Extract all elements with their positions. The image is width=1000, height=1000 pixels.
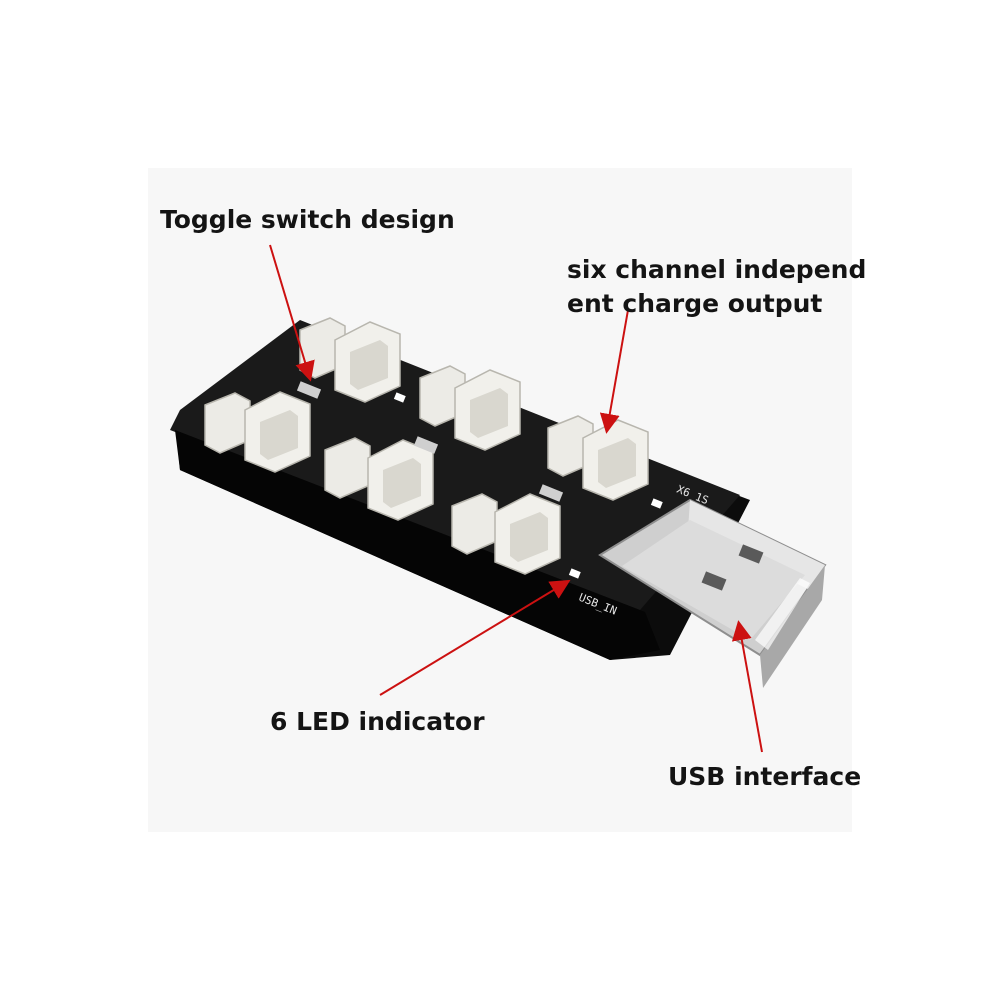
- callout-toggle-switch: Toggle switch design: [160, 203, 455, 237]
- connector-pair-6: [451, 493, 561, 575]
- connector-pair-2: [419, 365, 521, 451]
- callout-toggle-switch-text: Toggle switch design: [160, 205, 455, 234]
- callout-six-channel: six channel independ ent charge output: [567, 253, 866, 321]
- usb-plug: [598, 498, 827, 688]
- arrow-toggle-switch: [269, 244, 315, 382]
- toggle-switches: [296, 381, 564, 502]
- callout-six-channel-line1: six channel independ: [567, 255, 867, 284]
- callout-arrows: [269, 244, 763, 753]
- arrow-led-indicator: [379, 579, 571, 696]
- callout-six-channel-line2: ent charge output: [567, 289, 823, 318]
- connector-pair-5: [324, 437, 434, 521]
- connector-pair-4: [204, 391, 311, 473]
- callout-led-indicator: 6 LED indicator: [270, 705, 485, 739]
- callout-usb-interface: USB interface: [668, 760, 861, 794]
- callout-led-indicator-text: 6 LED indicator: [270, 707, 485, 736]
- arrow-six-channel: [599, 309, 629, 434]
- arrow-usb-interface: [731, 620, 763, 753]
- led-indicators: [393, 392, 663, 579]
- callout-usb-interface-text: USB interface: [668, 762, 862, 791]
